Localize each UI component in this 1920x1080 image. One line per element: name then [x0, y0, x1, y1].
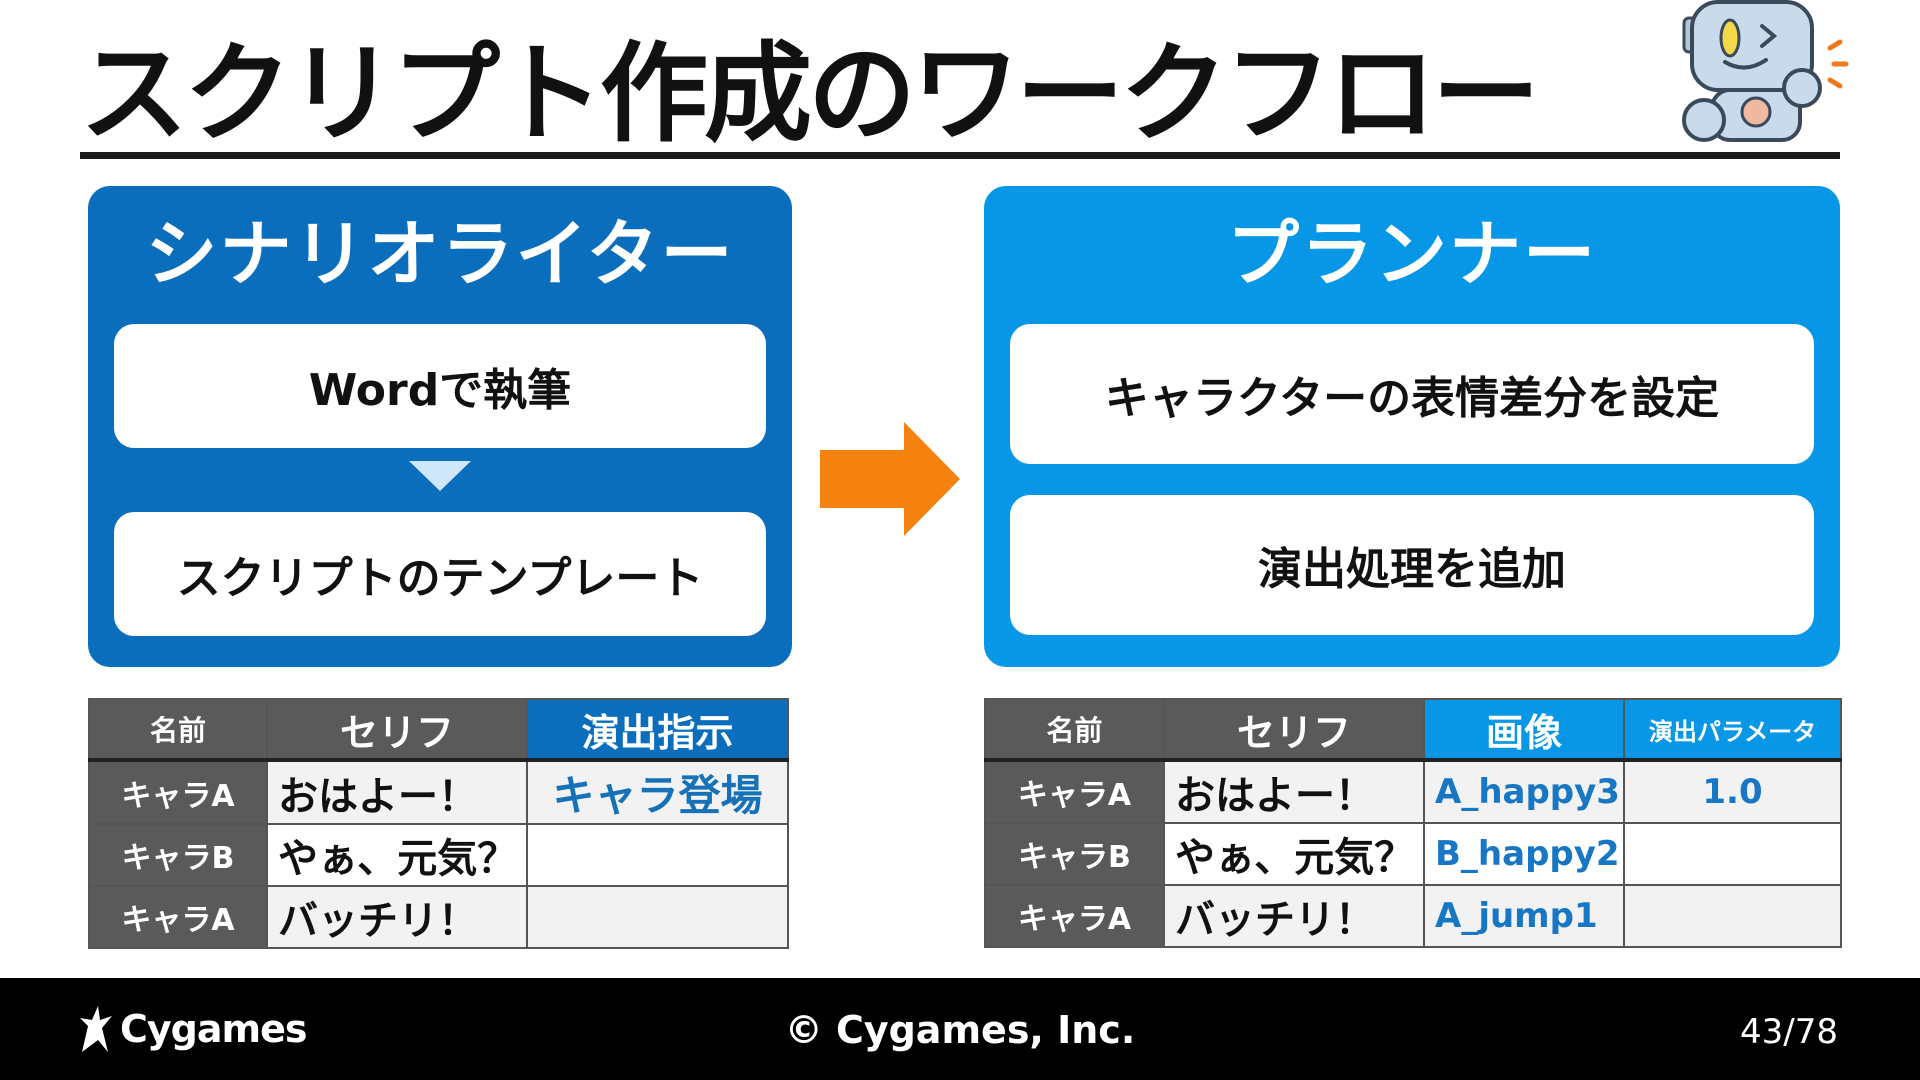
character-name-cell: キャラB [88, 823, 268, 887]
title-underline [80, 152, 1840, 159]
dialogue-cell: やぁ、元気？ [1163, 822, 1425, 886]
column-header-line: セリフ [1163, 698, 1425, 761]
cygames-logo: Cygames [78, 1004, 307, 1054]
column-header-image: 画像 [1423, 698, 1625, 761]
param-cell [1623, 884, 1842, 948]
slide-title: スクリプト作成のワークフロー [80, 32, 1540, 157]
image-id-cell: A_happy3 [1423, 759, 1625, 824]
character-name-cell: キャラA [984, 884, 1165, 948]
dialogue-cell: バッチリ！ [266, 885, 528, 949]
table-row: キャラB やぁ、元気？ [88, 823, 789, 887]
character-name-cell: キャラA [88, 759, 268, 825]
planner-panel: プランナー キャラクターの表情差分を設定 演出処理を追加 [984, 186, 1840, 667]
table-row: キャラA おはよー！ キャラ登場 [88, 759, 789, 825]
image-id-cell: A_jump1 [1423, 884, 1625, 948]
column-header-param: 演出パラメータ [1623, 698, 1842, 761]
scenario-writer-panel: シナリオライター Wordで執筆 スクリプトのテンプレート [88, 186, 792, 667]
table-row: キャラB やぁ、元気？ B_happy2 [984, 822, 1842, 886]
scenario-writer-title: シナリオライター [145, 212, 735, 296]
dialogue-cell: おはよー！ [1163, 759, 1425, 824]
right-arrow-icon [820, 422, 960, 536]
column-header-name: 名前 [984, 698, 1165, 761]
dialogue-cell: やぁ、元気？ [266, 823, 528, 887]
character-name-cell: キャラA [88, 885, 268, 949]
direction-cell [526, 885, 789, 949]
column-header-direction: 演出指示 [526, 698, 789, 761]
page-number: 43/78 [1740, 1012, 1838, 1052]
param-cell [1623, 822, 1842, 886]
footer-bar: Cygames © Cygames, Inc. 43/78 [0, 978, 1920, 1080]
down-arrow-icon [409, 461, 471, 491]
robot-mascot-icon [1682, 0, 1849, 142]
direction-cell [526, 823, 789, 887]
writer-step-word: Wordで執筆 [114, 324, 766, 448]
planner-step-expression: キャラクターの表情差分を設定 [1010, 324, 1814, 464]
table-row: キャラA バッチリ！ A_jump1 [984, 884, 1842, 948]
column-header-name: 名前 [88, 698, 268, 761]
planner-step-effects: 演出処理を追加 [1010, 495, 1814, 635]
direction-cell: キャラ登場 [526, 759, 789, 825]
image-id-cell: B_happy2 [1423, 822, 1625, 886]
column-header-line: セリフ [266, 698, 528, 761]
dialogue-cell: おはよー！ [266, 759, 528, 825]
writer-script-table: 名前 セリフ 演出指示 キャラA おはよー！ キャラ登場 キャラB やぁ、元気？… [88, 698, 789, 949]
planner-script-table: 名前 セリフ 画像 演出パラメータ キャラA おはよー！ A_happy3 1.… [984, 698, 1842, 948]
writer-step-template: スクリプトのテンプレート [114, 512, 766, 636]
copyright-text: © Cygames, Inc. [784, 1008, 1136, 1052]
cygames-wing-icon [80, 1006, 112, 1052]
character-name-cell: キャラA [984, 759, 1165, 824]
planner-title: プランナー [1226, 212, 1597, 296]
character-name-cell: キャラB [984, 822, 1165, 886]
param-cell: 1.0 [1623, 759, 1842, 824]
logo-text: Cygames [120, 1007, 307, 1051]
dialogue-cell: バッチリ！ [1163, 884, 1425, 948]
table-row: キャラA バッチリ！ [88, 885, 789, 949]
table-row: キャラA おはよー！ A_happy3 1.0 [984, 759, 1842, 824]
